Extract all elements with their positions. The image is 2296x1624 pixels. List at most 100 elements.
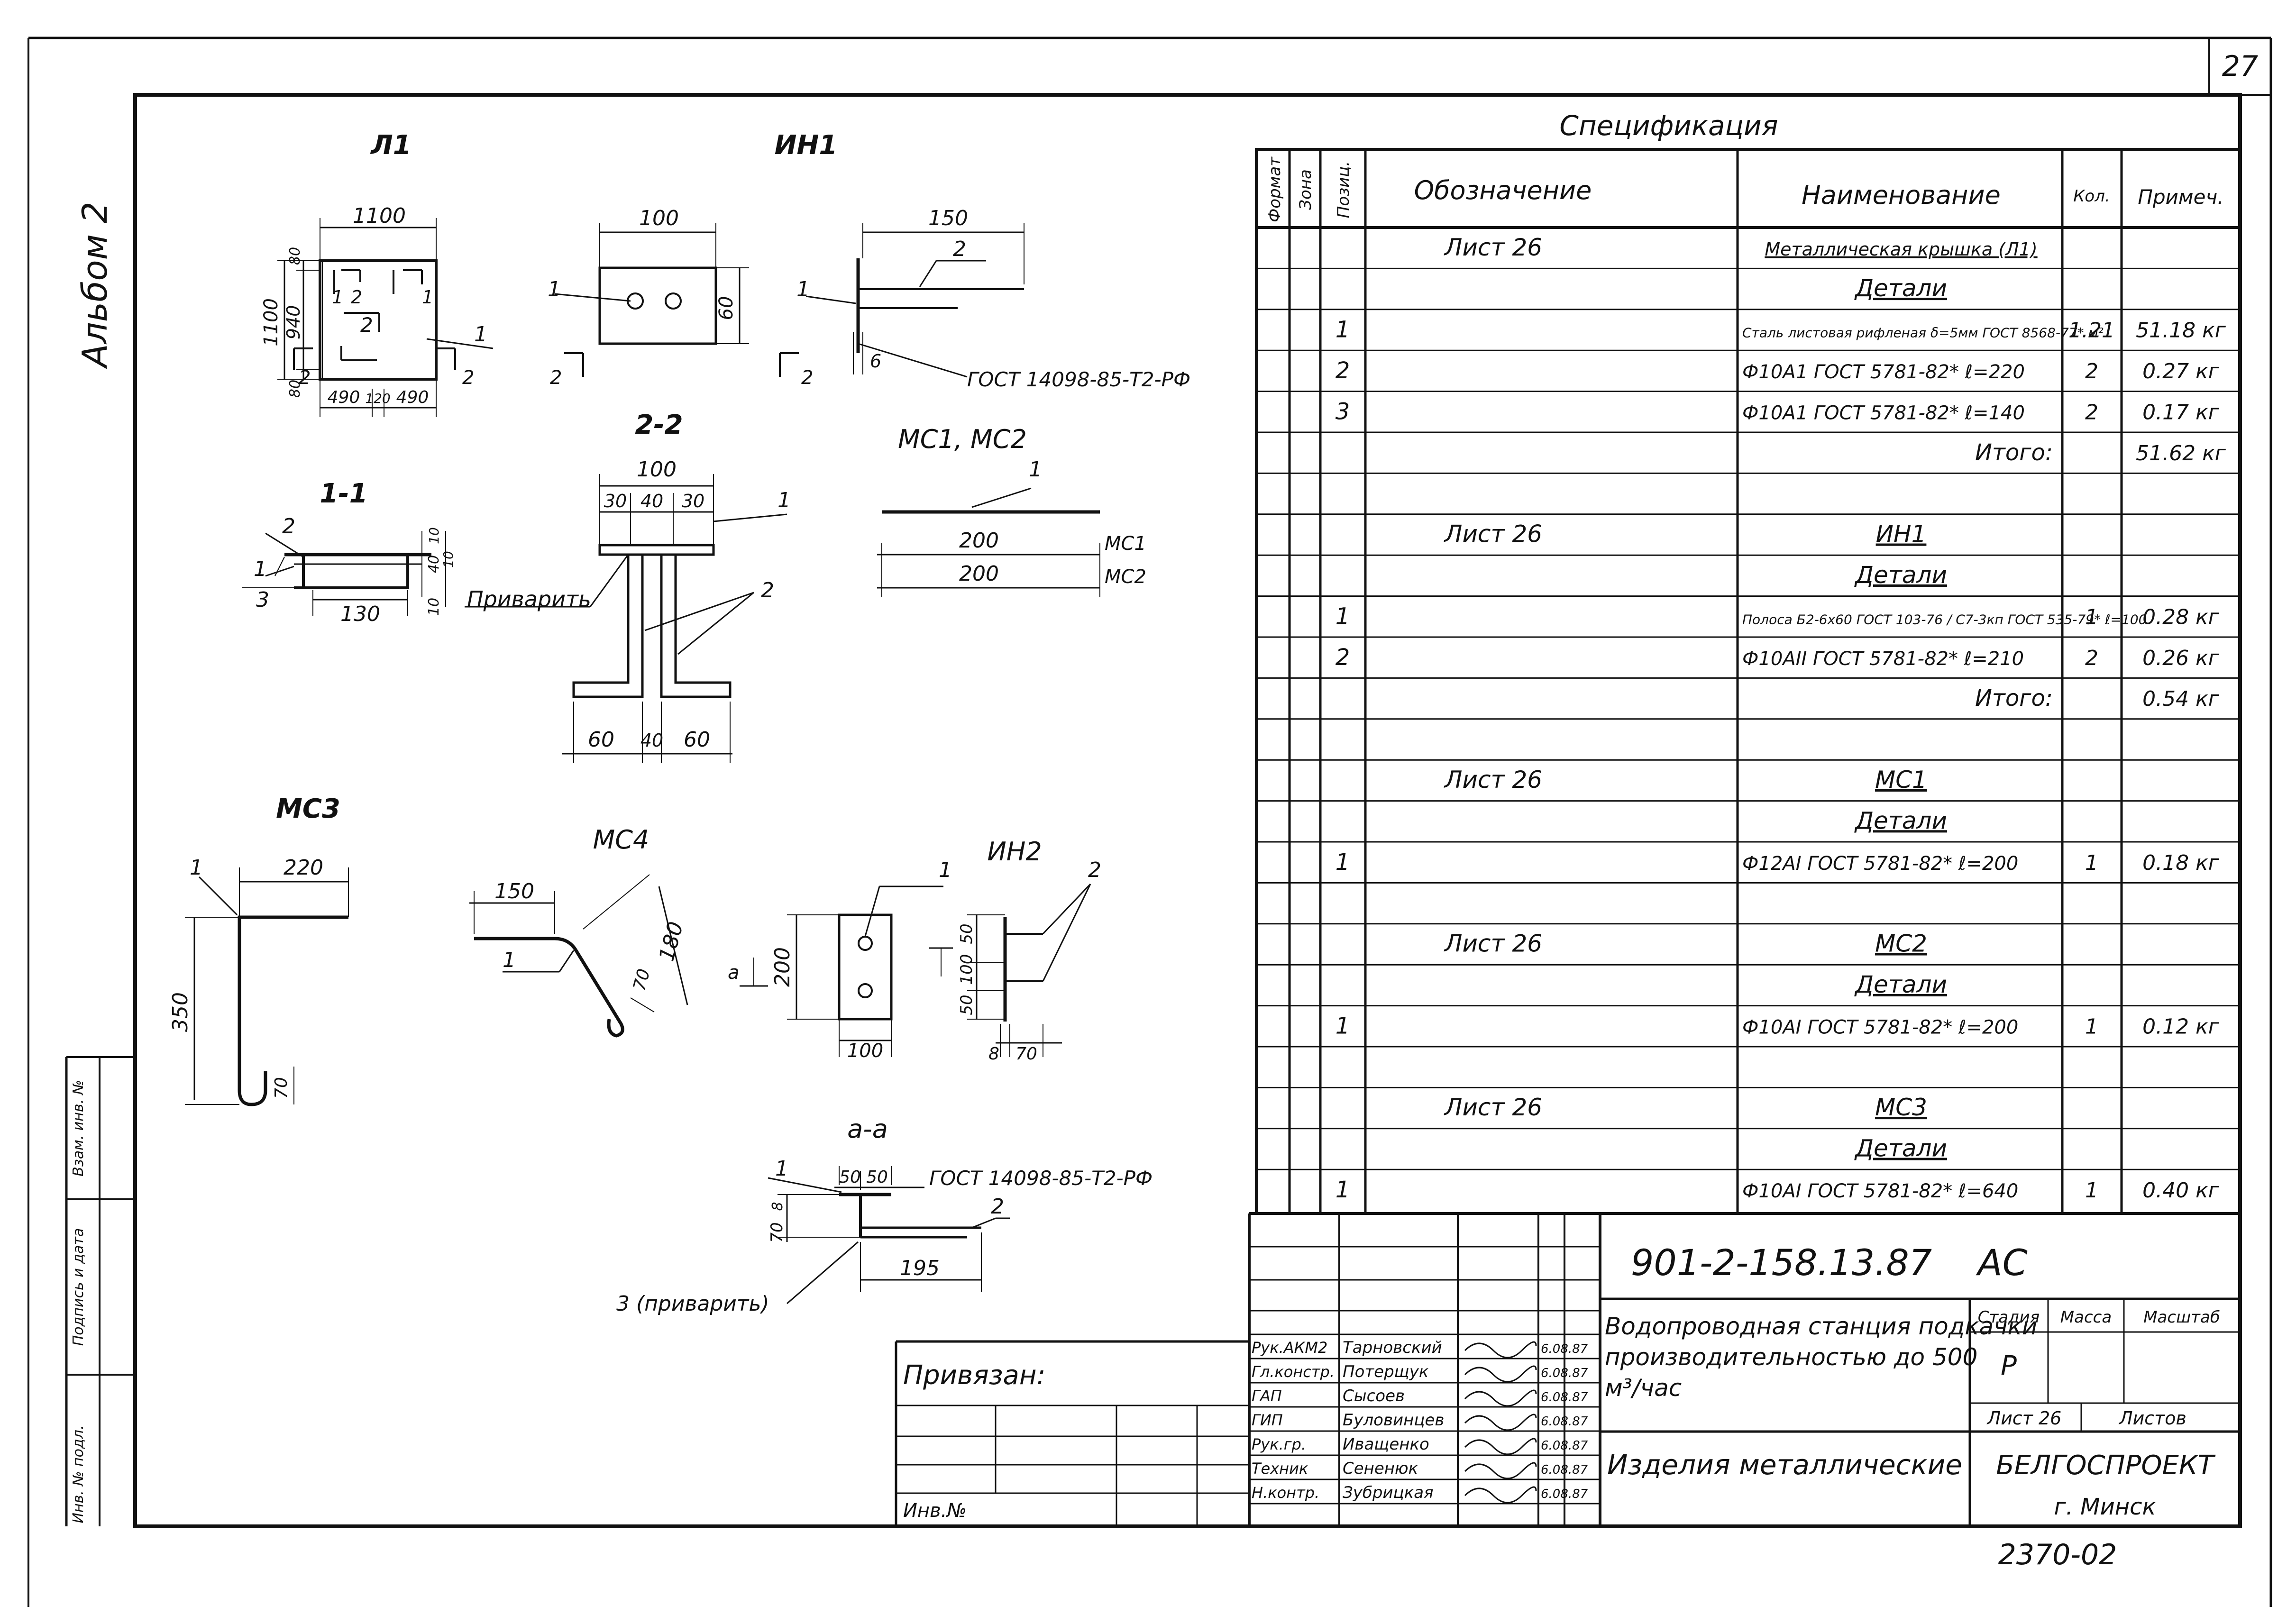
- signature-name: Буловинцев: [1343, 1411, 1444, 1430]
- signature-scribble: [1464, 1462, 1537, 1479]
- spec-designation: Лист 26: [1444, 1094, 1542, 1121]
- signature-name: Зубрицкая: [1343, 1483, 1434, 1502]
- spec-note: 0.18 кг: [2142, 851, 2220, 875]
- l1-mark-2c: 2: [299, 367, 311, 389]
- sheets-label: Листов: [2118, 1408, 2186, 1429]
- l1-mark-1c: 1: [474, 322, 487, 347]
- spec-name: Детали: [1854, 274, 1947, 302]
- in2-dim-50a: 50: [957, 923, 976, 944]
- mc12-title: МС1, МС2: [898, 424, 1027, 454]
- spec-note: 0.27 кг: [2142, 359, 2220, 383]
- mc3-mark-1: 1: [190, 856, 203, 880]
- mc4-dim-150: 150: [494, 879, 534, 903]
- spec-name: МС2: [1875, 930, 1927, 958]
- spec-pos: 2: [1336, 644, 1350, 671]
- drawing-mc4: МС4 150 180 70 1: [469, 825, 688, 1038]
- aa-weld-note: 3 (приварить): [616, 1292, 769, 1316]
- s11-mark-1: 1: [254, 557, 267, 581]
- signature-name: Тарновский: [1343, 1338, 1442, 1357]
- doc-code: 901-2-158.13.87 АС: [1631, 1241, 2028, 1284]
- spec-designation: Лист 26: [1444, 766, 1542, 794]
- s22-dim-60a: 60: [588, 728, 614, 752]
- signature-date: 6.08.87: [1541, 1463, 1588, 1477]
- in1-dim-100: 100: [639, 206, 679, 230]
- spec-name: Ф10АI ГОСТ 5781-82* ℓ=640: [1742, 1180, 2018, 1202]
- signature-role: Рук.АКМ2: [1252, 1339, 1327, 1357]
- drawing-in1: ИН1 100 60 1 2 2 150 6 1 2 ГОСТ 140: [548, 130, 1190, 391]
- signature-date: 6.08.87: [1541, 1414, 1588, 1429]
- spec-note: 0.12 кг: [2142, 1014, 2220, 1039]
- s22-dim-40: 40: [640, 491, 663, 511]
- in1-mark-2s: 2: [953, 237, 966, 261]
- signature-date: 6.08.87: [1541, 1439, 1588, 1453]
- spec-row: Детали: [1854, 971, 1947, 998]
- signature-date: 6.08.87: [1541, 1366, 1588, 1380]
- mass-label: Масса: [2060, 1308, 2112, 1327]
- spec-total-label: Итого:: [1975, 439, 2053, 466]
- s11-title: 1-1: [320, 478, 367, 509]
- spec-name: Детали: [1854, 971, 1947, 998]
- in2-title: ИН2: [987, 837, 1042, 867]
- spec-qty: 1: [2085, 1014, 2098, 1039]
- signature-date: 6.08.87: [1541, 1487, 1588, 1501]
- in2-mark-2: 2: [1088, 858, 1101, 882]
- order-number: 2370-02: [1998, 1538, 2117, 1571]
- spec-header-zone: Зона: [1296, 169, 1315, 210]
- s22-dim-40b: 40: [640, 730, 663, 751]
- signature-role: ГИП: [1252, 1411, 1283, 1429]
- spec-note: 0.54 кг: [2142, 687, 2220, 711]
- signature-role: ГАП: [1252, 1387, 1282, 1405]
- city: г. Минск: [2054, 1494, 2156, 1520]
- in2-dim-8: 8: [988, 1044, 999, 1064]
- in1-mark-1: 1: [548, 277, 561, 301]
- signature-scribble: [1464, 1438, 1537, 1455]
- spec-designation: Лист 26: [1444, 234, 1542, 261]
- spec-pos: 3: [1336, 398, 1350, 425]
- spec-header-format: Формат: [1265, 156, 1284, 222]
- aa-dim-50a: 50: [839, 1168, 861, 1187]
- aa-gost: ГОСТ 14098-85-Т2-РФ: [929, 1167, 1153, 1190]
- organization: БЕЛГОСПРОЕКТ: [1996, 1450, 2215, 1481]
- project-title-2: производительностью до 500: [1605, 1343, 1977, 1371]
- aa-dim-70: 70: [768, 1222, 787, 1242]
- mc4-dim-70: 70: [630, 967, 654, 993]
- aa-dim-195: 195: [900, 1256, 940, 1280]
- spec-note: 0.28 кг: [2142, 605, 2220, 629]
- page-number: 27: [2222, 50, 2258, 83]
- spec-designation: Лист 26: [1444, 520, 1542, 548]
- spec-name: ИН1: [1876, 520, 1927, 548]
- drawing-in2: ИН2 а 200 100 1 50 100: [728, 837, 1101, 1064]
- spec-row-lines: [1256, 267, 2240, 1170]
- spec-name: Ф10АII ГОСТ 5781-82* ℓ=210: [1742, 648, 2024, 670]
- mc4-title: МС4: [593, 825, 649, 855]
- aa-dim-8: 8: [769, 1202, 786, 1211]
- l1-mark-2d: 2: [462, 367, 474, 389]
- spec-title: Спецификация: [1559, 109, 1778, 142]
- mc4-mark-1: 1: [503, 948, 516, 972]
- spec-name: Металлическая крышка (Л1): [1765, 239, 2037, 260]
- spec-row: Итого:51.62 кг: [1975, 439, 2226, 466]
- aa-dim-50b: 50: [866, 1168, 888, 1187]
- spec-name: Детали: [1854, 1135, 1947, 1162]
- spec-name: Полоса Б2-6х60 ГОСТ 103-76 / С7-3кп ГОСТ…: [1742, 611, 2147, 627]
- signature-row: ГИП Буловинцев 6.08.87: [1252, 1411, 1588, 1431]
- l1-dim-top: 1100: [353, 204, 406, 228]
- s22-dim-60b: 60: [684, 728, 710, 752]
- spec-note: 51.18 кг: [2136, 319, 2226, 343]
- aa-mark-1: 1: [775, 1157, 788, 1181]
- mc12-dim-200a: 200: [959, 529, 999, 553]
- album-label: Альбом 2: [75, 201, 115, 369]
- signature-scribble: [1464, 1414, 1537, 1431]
- spec-total-label: Итого:: [1975, 685, 2053, 712]
- stamp-inv-podl: Инв. № подл.: [70, 1425, 87, 1524]
- in1-title: ИН1: [775, 130, 838, 161]
- s11-dim-10a: 10: [426, 527, 442, 544]
- spec-qty: 1: [2085, 1178, 2098, 1203]
